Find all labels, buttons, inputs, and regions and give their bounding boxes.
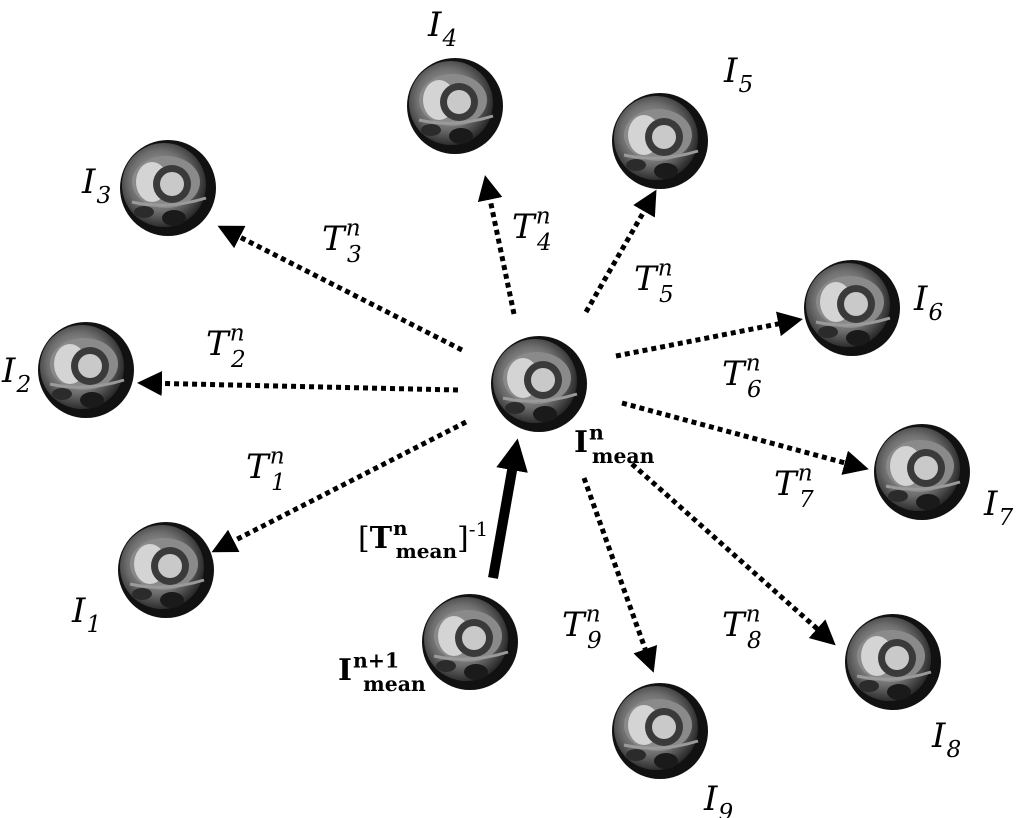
image-label-9: I9 bbox=[703, 779, 733, 818]
image-1 bbox=[118, 522, 214, 618]
transform-arrow-2 bbox=[137, 370, 459, 396]
image-label-3: I3 bbox=[81, 162, 111, 209]
transform-arrow-4 bbox=[477, 175, 517, 315]
image-2 bbox=[38, 322, 134, 418]
image-3 bbox=[120, 140, 216, 236]
image-label-5: I5 bbox=[723, 51, 753, 98]
next-mean-image bbox=[422, 594, 518, 690]
image-4 bbox=[407, 58, 503, 154]
transform-arrow-5 bbox=[583, 189, 657, 314]
image-7 bbox=[874, 424, 970, 520]
image-label-7: I7 bbox=[983, 484, 1013, 531]
image-label-1: I1 bbox=[71, 591, 101, 638]
transform-arrow-1 bbox=[211, 419, 468, 553]
image-label-2: I2 bbox=[1, 351, 31, 398]
transform-arrow-6 bbox=[615, 311, 803, 359]
image-label-8: I8 bbox=[931, 716, 961, 763]
image-label-6: I6 bbox=[913, 279, 943, 326]
mean-image bbox=[491, 336, 587, 432]
transform-arrow-7 bbox=[621, 400, 869, 475]
transform-arrows bbox=[137, 175, 869, 673]
image-9 bbox=[612, 683, 708, 779]
inverse-transform-arrow bbox=[488, 438, 528, 579]
image-label-4: I4 bbox=[427, 5, 457, 52]
transform-arrow-9 bbox=[581, 477, 658, 673]
image-8 bbox=[845, 614, 941, 710]
image-6 bbox=[804, 260, 900, 356]
cardiac-images bbox=[38, 58, 970, 779]
image-5 bbox=[612, 93, 708, 189]
